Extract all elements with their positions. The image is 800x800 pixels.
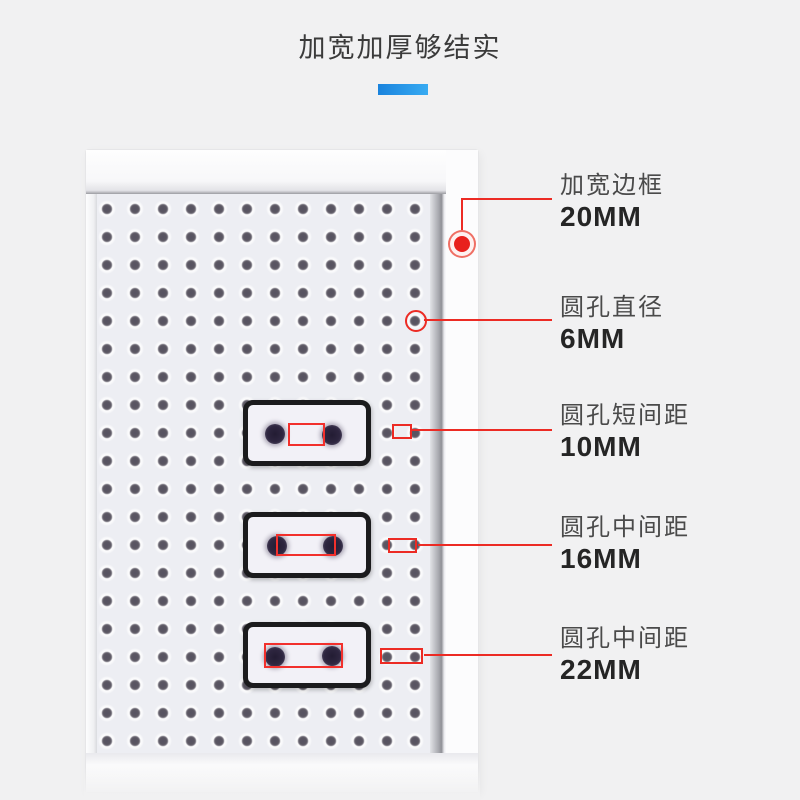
pegboard-frame-top [86,150,478,194]
callout-box-16mm [243,512,371,578]
pegboard-hole-field [97,194,430,753]
measure-rect-10mm [288,423,325,446]
leader-line-10mm [412,429,552,431]
annotation-label-6mm: 圆孔直径 [560,294,664,321]
pegboard-frame-right-bevel [430,194,446,753]
pegboard [86,150,478,792]
annotation-label-22mm: 圆孔中间距 [560,625,690,652]
callout-box-10mm [243,400,371,466]
hole-marker-circle [405,310,427,332]
leader-line-16mm [418,544,552,546]
board-mark-16mm [388,538,417,553]
magnified-hole-icon [265,424,285,444]
measure-rect-22mm [264,643,343,668]
annotation-value-20mm: 20MM [560,201,642,232]
magnified-hole-icon [323,536,343,556]
leader-line-20mm [461,198,552,200]
leader-line-6mm [424,319,552,321]
board-mark-10mm [392,424,412,439]
annotation-label-10mm: 圆孔短间距 [560,402,690,429]
annotation-value-22mm: 22MM [560,654,642,685]
annotation-label-16mm: 圆孔中间距 [560,514,690,541]
annotation-value-10mm: 10MM [560,431,642,462]
annotation-value-16mm: 16MM [560,543,642,574]
annotation-value-6mm: 6MM [560,323,626,354]
magnified-hole-icon [322,425,342,445]
leader-line-22mm [424,654,552,656]
measure-rect-16mm [276,534,336,556]
magnified-hole-icon [322,646,342,666]
magnified-hole-icon [265,647,285,667]
annotation-label-20mm: 加宽边框 [560,172,664,199]
title-accent-bar [378,84,428,95]
pegboard-frame-left [86,194,97,753]
page-title: 加宽加厚够结实 [298,33,502,63]
board-bottom-fade [84,766,480,800]
leader-line-20mm-vertical [461,198,463,232]
board-mark-22mm [380,648,423,664]
callout-box-22mm [243,622,371,688]
frame-marker-dot [454,236,470,252]
